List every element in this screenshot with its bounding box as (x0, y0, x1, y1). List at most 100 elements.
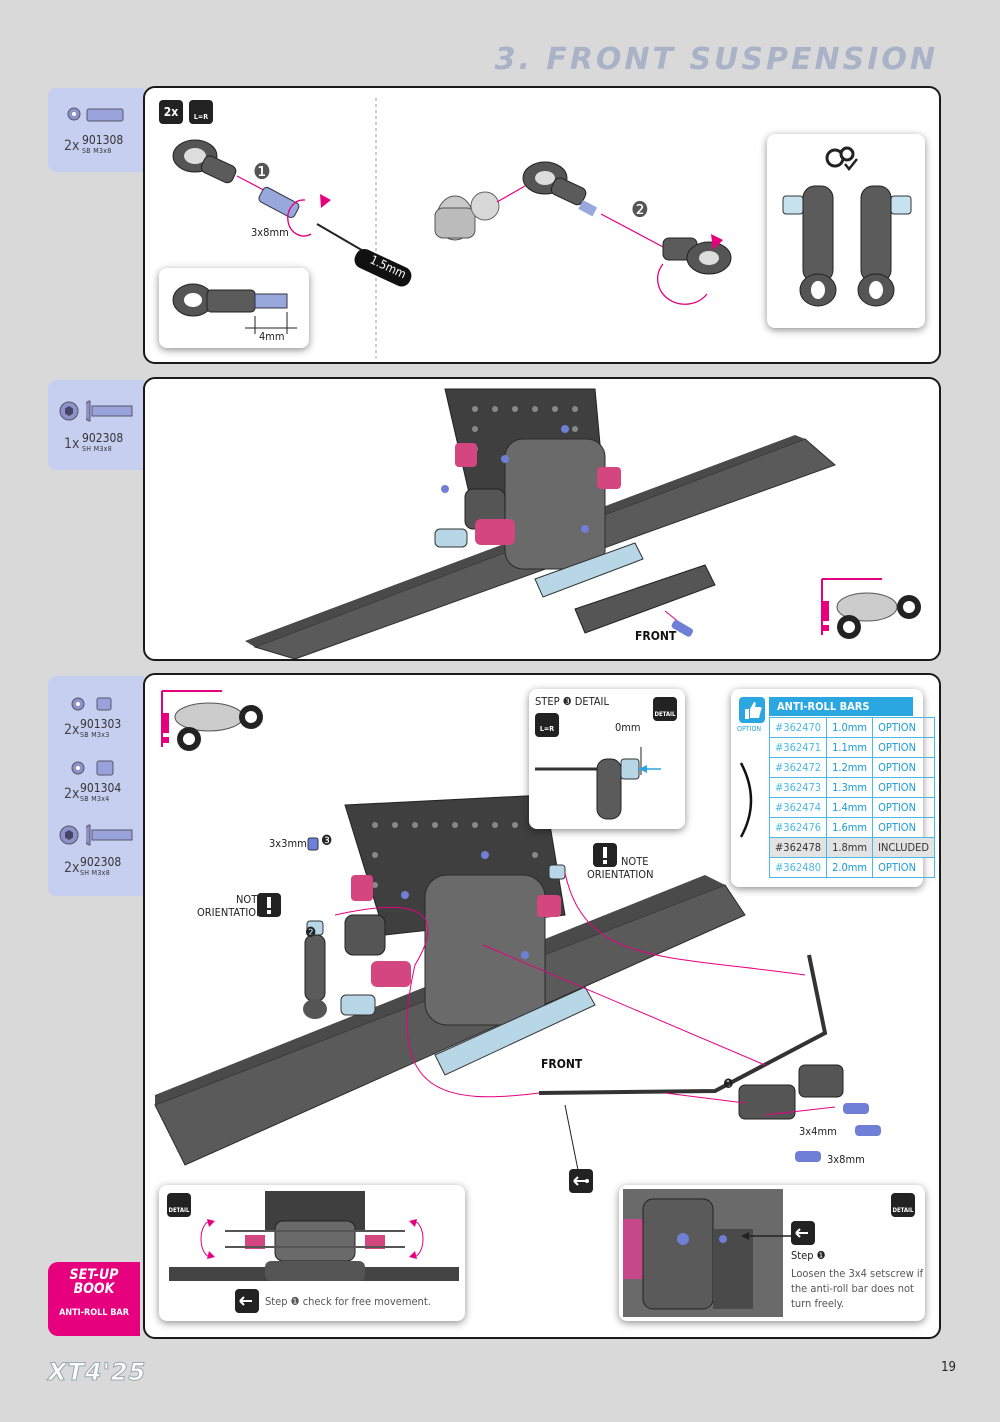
detail-dimension: 4mm (259, 330, 285, 343)
arb-cell-size: 2.0mm (826, 857, 874, 878)
front-label: FRONT (541, 1057, 583, 1071)
arb-cell-code: #362471 (768, 737, 828, 758)
detail-instruction-line: turn freely. (791, 1297, 845, 1310)
arb-cell-status: OPTION (872, 797, 936, 818)
arrow-badge-icon (569, 1169, 593, 1193)
arrow-badge-icon (235, 1289, 259, 1313)
rod-end-detail-illustration (172, 283, 297, 334)
setup-line2: BOOK (73, 1281, 115, 1297)
detail-badge: DETAIL (891, 1193, 915, 1217)
arb-cell-size: 1.6mm (826, 817, 874, 838)
arb-cell-status: INCLUDED (872, 837, 936, 858)
washer-icon (71, 761, 85, 775)
ball-stud-part (258, 186, 300, 218)
pointer-arrow (741, 1232, 791, 1240)
setup-line1: SET-UP (69, 1267, 119, 1283)
setup-sub: ANTI-ROLL BAR (59, 1308, 129, 1318)
part-qty: 1x (64, 436, 80, 452)
hex-head-icon (59, 401, 79, 421)
arrow-badge-icon (791, 1221, 815, 1245)
arb-cell-size: 1.4mm (826, 797, 874, 818)
arb-cell-code: #362476 (768, 817, 828, 838)
buggy-thumbnail-icon (161, 690, 263, 751)
part-number: 901308 (82, 133, 124, 147)
arb-cell-code: #362472 (768, 757, 828, 778)
part-number: 902308 (82, 431, 124, 445)
detail-dimension: 0mm (615, 721, 641, 734)
arb-cell-status: OPTION (872, 817, 936, 838)
thumbs-up-icon (739, 697, 765, 723)
note-line: ORIENTATION (587, 868, 654, 881)
arb-cell-code: #362474 (768, 797, 828, 818)
part-qty: 2x (64, 138, 80, 154)
arb-cell-size: 1.0mm (826, 717, 874, 738)
lr-badge: L=R (535, 713, 559, 737)
parts-list-step3: 2x 901303 SB M3x3 2x 901304 SB M3x4 2x 9… (48, 676, 144, 896)
finished-parts-box (767, 134, 925, 328)
part-desc: SH M3x8 (80, 869, 111, 877)
detail-instruction-line: Loosen the 3x4 setscrew if (791, 1267, 924, 1280)
callout-2: ❷ (631, 198, 649, 223)
setscrew-icon (96, 760, 114, 776)
car-orientation-thumbnail (819, 577, 929, 647)
arb-cell-status: OPTION (872, 737, 936, 758)
note-line: ORIENTATION (197, 906, 264, 919)
step1-panel: 2x L=R ❶ 3x8mm 1.5mm 4mm (143, 86, 941, 364)
detail-box-4mm: 4mm (159, 268, 309, 348)
hex-head-icon (59, 825, 79, 845)
rod-end-assembly-illustration (172, 139, 412, 287)
warning-icon (593, 843, 617, 867)
setup-book-tab[interactable]: SET-UP BOOK ANTI-ROLL BAR (48, 1262, 140, 1336)
part-number: 901304 (80, 781, 122, 795)
arb-cell-size: 1.1mm (826, 737, 874, 758)
callout-1: ❶ (723, 1077, 734, 1092)
arb-cell-status: OPTION (872, 717, 936, 738)
arb-cell-status: OPTION (872, 757, 936, 778)
screw-size-label-b: 3x8mm (827, 1153, 865, 1166)
callout-1: ❶ (253, 160, 271, 185)
setscrew-icon (96, 697, 112, 711)
spacer-icon (86, 108, 124, 122)
screw-size-label-a: 3x4mm (799, 1125, 837, 1138)
brand-logo: XT4'25 (47, 1358, 147, 1387)
arb-cell-code: #362470 (768, 717, 828, 738)
arb-cell-code: #362480 (768, 857, 828, 878)
lr-badge: L=R (189, 100, 213, 124)
option-label: OPTION (737, 725, 762, 733)
parts-list-step2: 1x 902308 SH M3x8 (48, 380, 144, 470)
arb-cell-size: 1.8mm (826, 837, 874, 858)
arb-cell-code: #362478 (768, 837, 828, 858)
detail-instruction-line: the anti-roll bar does not (791, 1282, 914, 1295)
antiroll-movement-illustration (169, 1191, 459, 1281)
screw-icon (86, 824, 133, 846)
detail-badge: DETAIL (167, 1193, 191, 1217)
part-number: 901303 (80, 717, 122, 731)
arb-cell-size: 1.2mm (826, 757, 874, 778)
detail-step-text: Step ❶ check for free movement. (265, 1295, 431, 1308)
setscrew-size-label: 3x3mm (269, 837, 307, 850)
arb-cell-code: #362473 (768, 777, 828, 798)
finished-rod-ends-illustration (782, 185, 912, 307)
page-title: 3. FRONT SUSPENSION (494, 42, 938, 77)
rod-end-zero-gap-illustration (535, 747, 661, 820)
part-desc: SH M3x8 (82, 445, 113, 453)
detail-box-setscrew: DETAIL Step ❶ Loosen the 3x4 setscrew if… (619, 1185, 925, 1321)
part-qty: 2x (64, 786, 80, 802)
step3-detail-box: STEP ❸ DETAIL L=R DETAIL 0mm (529, 689, 685, 829)
part-qty: 2x (64, 860, 80, 876)
part-desc: SB M3x3 (80, 731, 110, 739)
parts-list-step1: 2x 901308 SB M3x8 (48, 88, 144, 172)
warning-icon (257, 893, 281, 917)
setscrew-icon (307, 837, 319, 851)
rod-end-part (172, 139, 237, 184)
arb-cell-size: 1.3mm (826, 777, 874, 798)
bracket-mark (739, 762, 753, 838)
screw-size-label: 3x8mm (251, 226, 289, 239)
page-number: 19 (941, 1360, 956, 1375)
